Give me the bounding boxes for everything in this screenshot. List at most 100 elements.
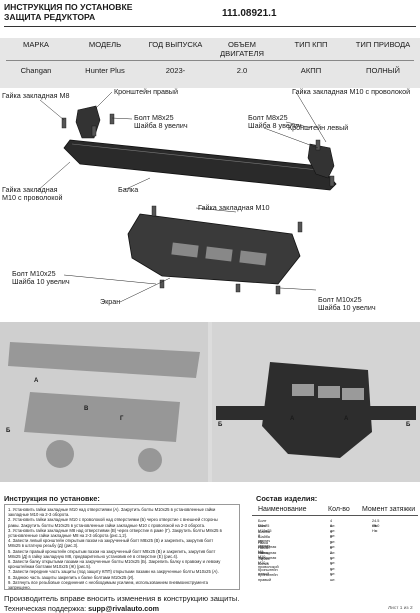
component-qty: 4 шт.: [330, 529, 336, 539]
installation-photos: А Б В Г А Б А Б: [0, 322, 420, 482]
instruction-line: М8х25 (Д) в гайку закладную М8, предвари…: [8, 553, 179, 559]
label-bolt-m10-right-line1: Болт М10х25: [318, 295, 362, 304]
photo-marker-b-1: Б: [6, 428, 11, 434]
instruction-line: 9. Затянуть все резьбовые соединения с н…: [8, 579, 208, 585]
component-qty: 6 шт.: [330, 546, 336, 555]
label-screen: Экран: [100, 297, 121, 306]
spec-header-brand: Марка: [23, 40, 49, 49]
component-qty: 1 шт.: [330, 573, 336, 582]
label-bolt-m10-left-line2: Шайба 10 увелич: [12, 277, 70, 286]
instruction-line: 2. Установить гайки закладные М10 с пров…: [8, 517, 218, 523]
instruction-line: 5. Завести правый кронштейн открытым паз…: [8, 548, 216, 554]
component-name: Гайка закладная М10: [258, 546, 277, 560]
component-name: Гайка закладная М8: [258, 540, 277, 554]
photo-marker-a-3: А: [344, 416, 349, 422]
label-bolt-m10-right-line2: Шайба 10 увелич: [318, 303, 376, 312]
component-name: Экран: [258, 556, 269, 561]
components-header-name: Наименование: [258, 506, 307, 513]
photo-marker-v: В: [84, 406, 89, 412]
instruction-line: 8. Заднюю часть защиты закрепить к балке…: [8, 574, 135, 580]
label-nut-m10-wire-left-line1: Гайка закладная: [2, 185, 58, 194]
label-bolt-m10-left: Болт М10х25 Шайба 10 увелич: [12, 270, 70, 286]
component-torque: 24.5 Нм: [372, 519, 380, 528]
component-qty: 1 шт.: [330, 567, 336, 577]
instructions-title: Инструкция по установке:: [4, 494, 100, 503]
footer-support-label: Техническая поддержка:: [4, 604, 89, 613]
label-bracket-right: Кронштейн правый: [114, 87, 178, 96]
spec-value-model: Hunter Plus: [85, 66, 125, 75]
label-bolt-m10-right: Болт М10х25 Шайба 10 увелич: [318, 296, 376, 312]
component-qty: 2 шт.: [330, 540, 336, 550]
components-header-divider: [252, 515, 418, 516]
article-code: 111.08921.1: [222, 8, 277, 19]
label-nut-m10-wire-left: Гайка закладная М10 с проволокой: [2, 186, 63, 202]
component-torque: 49.0 Нм: [372, 524, 380, 533]
label-nut-m10-wire-left-line2: М10 с проволокой: [2, 193, 63, 202]
spec-divider: [6, 60, 414, 61]
instruction-line: 6. Завести балку открытыми пазами на зак…: [8, 559, 221, 565]
component-name: Болт М8х25: [258, 519, 270, 528]
beam-part: [63, 139, 337, 191]
component-qty: 8 шт.: [330, 524, 336, 533]
spec-value-engine: 2.0: [236, 66, 248, 75]
support-email-link[interactable]: supp@rivalauto.com: [88, 604, 160, 613]
label-bolt-m8-left-line2: Шайба 8 увелич: [134, 121, 188, 130]
spec-header-model: Модель: [88, 40, 122, 49]
label-bolt-m8-right-line1: Болт М8х25: [248, 113, 288, 122]
photo-marker-b-2: Б: [218, 422, 223, 428]
label-bolt-m8-left: Болт М8х25 Шайба 8 увелич: [134, 114, 188, 130]
instruction-line: 4. Завести левый кронштейн открытым пазо…: [8, 538, 214, 544]
component-qty: 2 шт.: [330, 551, 336, 560]
leader-lines: [35, 91, 327, 303]
instruction-line: 3. Установить гайки закладные М8 над отв…: [8, 527, 222, 533]
instructions-box: 1. Установить гайки закладные М10 над от…: [4, 504, 240, 590]
component-name: Шайба 8 увелич: [258, 529, 271, 543]
spec-value-drive: ПОЛНЫЙ: [366, 66, 400, 75]
instruction-line: 7. Завести передние часть защиты (под за…: [8, 569, 219, 575]
spec-header-gearbox: Тип КПП: [294, 40, 328, 49]
components-header-torque: Момент затяжки: [362, 506, 416, 513]
spec-header-engine: Объем двигателя: [220, 40, 264, 58]
label-bracket-left: Кронштейн левый: [288, 123, 349, 132]
title-line-1: Инструкция по установке: [4, 2, 133, 12]
label-bolt-m8-right-line2: Шайба 8 увелич: [248, 121, 302, 130]
instruction-line: 1. Установить гайки закладные М10 над от…: [8, 507, 216, 512]
component-name: Гайка закладная М10 с проволокой: [258, 551, 279, 570]
footer-support: Техническая поддержка: supp@rivalauto.co…: [4, 604, 159, 613]
components-header-qty: Кол-во: [328, 506, 350, 513]
instruction-line: кронштейнам болтами М10х25 (Ж) (рис.5).: [8, 564, 92, 570]
assembly-drawing: [35, 91, 337, 303]
component-qty: 8 шт.: [330, 535, 336, 544]
installed-beam: [216, 406, 416, 420]
spec-value-gearbox: АКПП: [300, 66, 322, 75]
instruction-line: запрещено.: [8, 585, 31, 591]
spec-header-year: Год выпуска: [148, 40, 203, 49]
instruction-line: закладные М10 на 2-3 оборота.: [8, 512, 70, 518]
photo-marker-a-2: А: [290, 416, 295, 422]
title-line-2: защита редуктора: [4, 12, 96, 22]
label-bolt-m8-left-line1: Болт М8х25: [134, 113, 174, 122]
photo-marker-g: Г: [120, 416, 124, 422]
component-name: Шайба 10 увелич: [258, 535, 271, 549]
component-name: Кронштейн правый: [258, 573, 278, 582]
installation-photo-illustration: [0, 322, 420, 482]
component-qty: 4 шт.: [330, 519, 336, 528]
screen-part: [127, 213, 301, 285]
component-name: Балка: [258, 562, 269, 567]
instruction-line: рамы. Закрутить болты М10х25 в установле…: [8, 522, 206, 528]
bracket-right-part: [75, 105, 101, 139]
photo-marker-b-3: Б: [406, 422, 411, 428]
label-bolt-m10-left-line1: Болт М10х25: [12, 269, 56, 278]
components-title: Состав изделия:: [256, 494, 318, 503]
spec-header-drive: Тип привода: [355, 40, 411, 49]
spec-value-year: 2023-: [165, 66, 186, 75]
fasteners: [61, 113, 335, 295]
header-divider: [4, 26, 416, 27]
component-name: Болт М10х25: [258, 524, 272, 533]
label-bolt-m8-right: Болт М8х25 Шайба 8 увелич: [248, 114, 302, 130]
label-nut-m10-wire-top: Гайка закладная М10 с проволокой: [292, 87, 411, 96]
vehicle-spec-table: Марка Модель Год выпуска Объем двигателя…: [0, 38, 420, 88]
component-qty: 1 шт.: [330, 556, 336, 566]
label-nut-m10: Гайка закладная М10: [198, 203, 270, 212]
component-qty: 1 шт.: [330, 562, 336, 571]
